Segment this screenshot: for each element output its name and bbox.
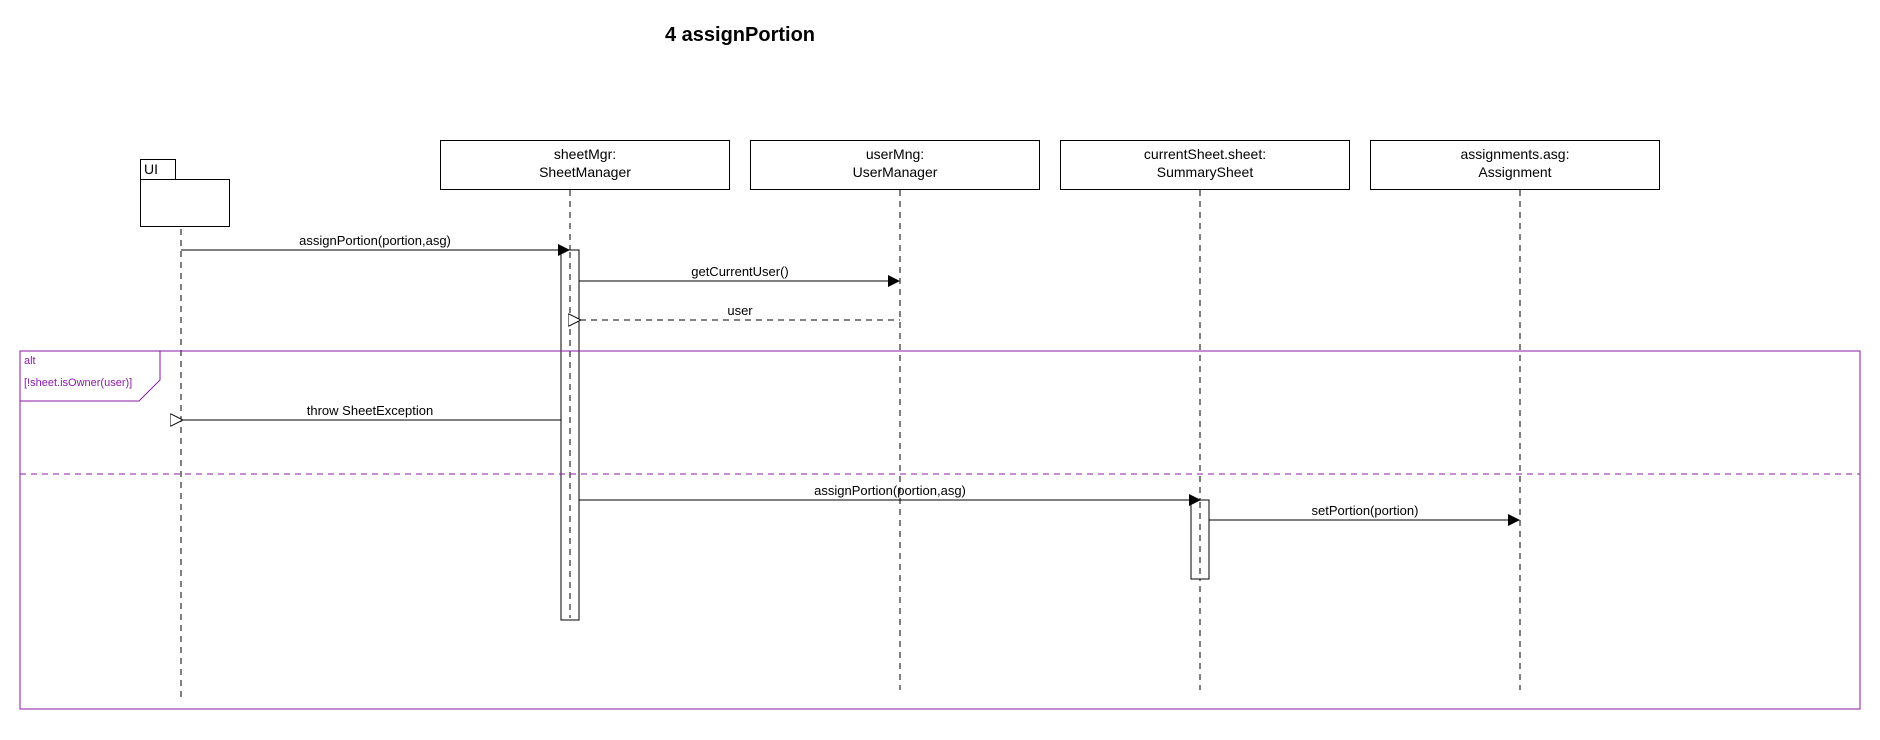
msg-label-throw-exception: throw SheetException [306, 403, 434, 418]
lifeline-summarysheet-type: SummarySheet [1156, 164, 1254, 180]
lifeline-usermng: userMng: UserManager [750, 140, 1040, 190]
msg-label-setportion: setPortion(portion) [1311, 503, 1419, 518]
alt-operator-label: alt [24, 355, 36, 367]
msg-label-assignportion-ui: assignPortion(portion,asg) [299, 233, 451, 248]
lifeline-sheetmgr-type: SheetManager [539, 164, 631, 180]
sheetmgr-activation [560, 249, 580, 621]
diagram-title: 4 assignPortion [664, 24, 816, 46]
lifeline-usermng-type: UserManager [852, 164, 938, 180]
ui-actor-tab: UI [140, 159, 176, 180]
lifeline-usermng-name: userMng: [865, 146, 925, 162]
lifeline-summarysheet-name: currentSheet.sheet: [1143, 146, 1267, 162]
lifeline-sheetmgr: sheetMgr: SheetManager [440, 140, 730, 190]
msg-label-getcurrentuser: getCurrentUser() [691, 264, 789, 279]
msg-label-assignportion-sheet: assignPortion(portion,asg) [814, 483, 966, 498]
alt-frame [19, 350, 1861, 710]
lifeline-summarysheet: currentSheet.sheet: SummarySheet [1060, 140, 1350, 190]
alt-guard-label: [!sheet.isOwner(user)] [24, 377, 133, 389]
lifeline-sheetmgr-name: sheetMgr: [553, 146, 617, 162]
lifeline-assignment-type: Assignment [1478, 164, 1552, 180]
lifeline-assignment-name: assignments.asg: [1460, 146, 1570, 162]
lifeline-assignment: assignments.asg: Assignment [1370, 140, 1660, 190]
alt-frame-tab [20, 350, 161, 402]
ui-actor-body [140, 179, 230, 227]
ui-actor: UI [140, 159, 230, 229]
msg-label-user: user [727, 303, 753, 318]
